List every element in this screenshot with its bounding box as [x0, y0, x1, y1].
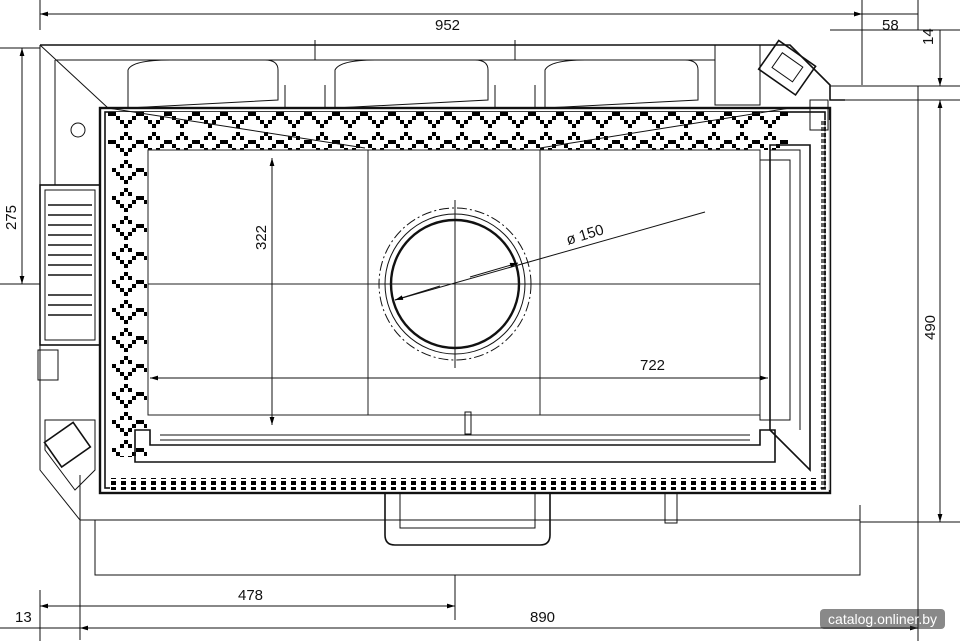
top-stone-blocks	[127, 40, 699, 109]
top-offset-label: 14	[920, 28, 937, 45]
inner-panels	[134, 149, 776, 463]
ash-drawer	[384, 492, 678, 546]
base-width-label: 890	[530, 609, 555, 626]
watermark: catalog.onliner.by	[820, 609, 945, 629]
overall-width-label: 952	[435, 17, 460, 34]
total-depth-label: 490	[922, 315, 939, 340]
internal-dimensions	[150, 158, 768, 425]
inner-width-label: 722	[640, 357, 665, 374]
left-side-vent	[37, 122, 101, 491]
right-dimensions	[830, 29, 960, 575]
flue-outlet	[378, 200, 532, 368]
vent-grille	[48, 204, 92, 316]
inner-height-label: 322	[253, 225, 270, 250]
half-width-label: 478	[238, 587, 263, 604]
flue-diameter-leader	[394, 211, 706, 301]
right-offset-label: 58	[882, 17, 899, 34]
left-height-label: 275	[3, 205, 20, 230]
flue-diameter-label: ø 150	[564, 221, 606, 248]
left-offset-label: 13	[15, 609, 32, 626]
firebox-body	[39, 44, 832, 495]
bottom-dimensions	[0, 575, 919, 641]
left-dimensions	[0, 47, 40, 285]
right-latch	[757, 39, 829, 131]
top-dimensions	[39, 0, 919, 85]
